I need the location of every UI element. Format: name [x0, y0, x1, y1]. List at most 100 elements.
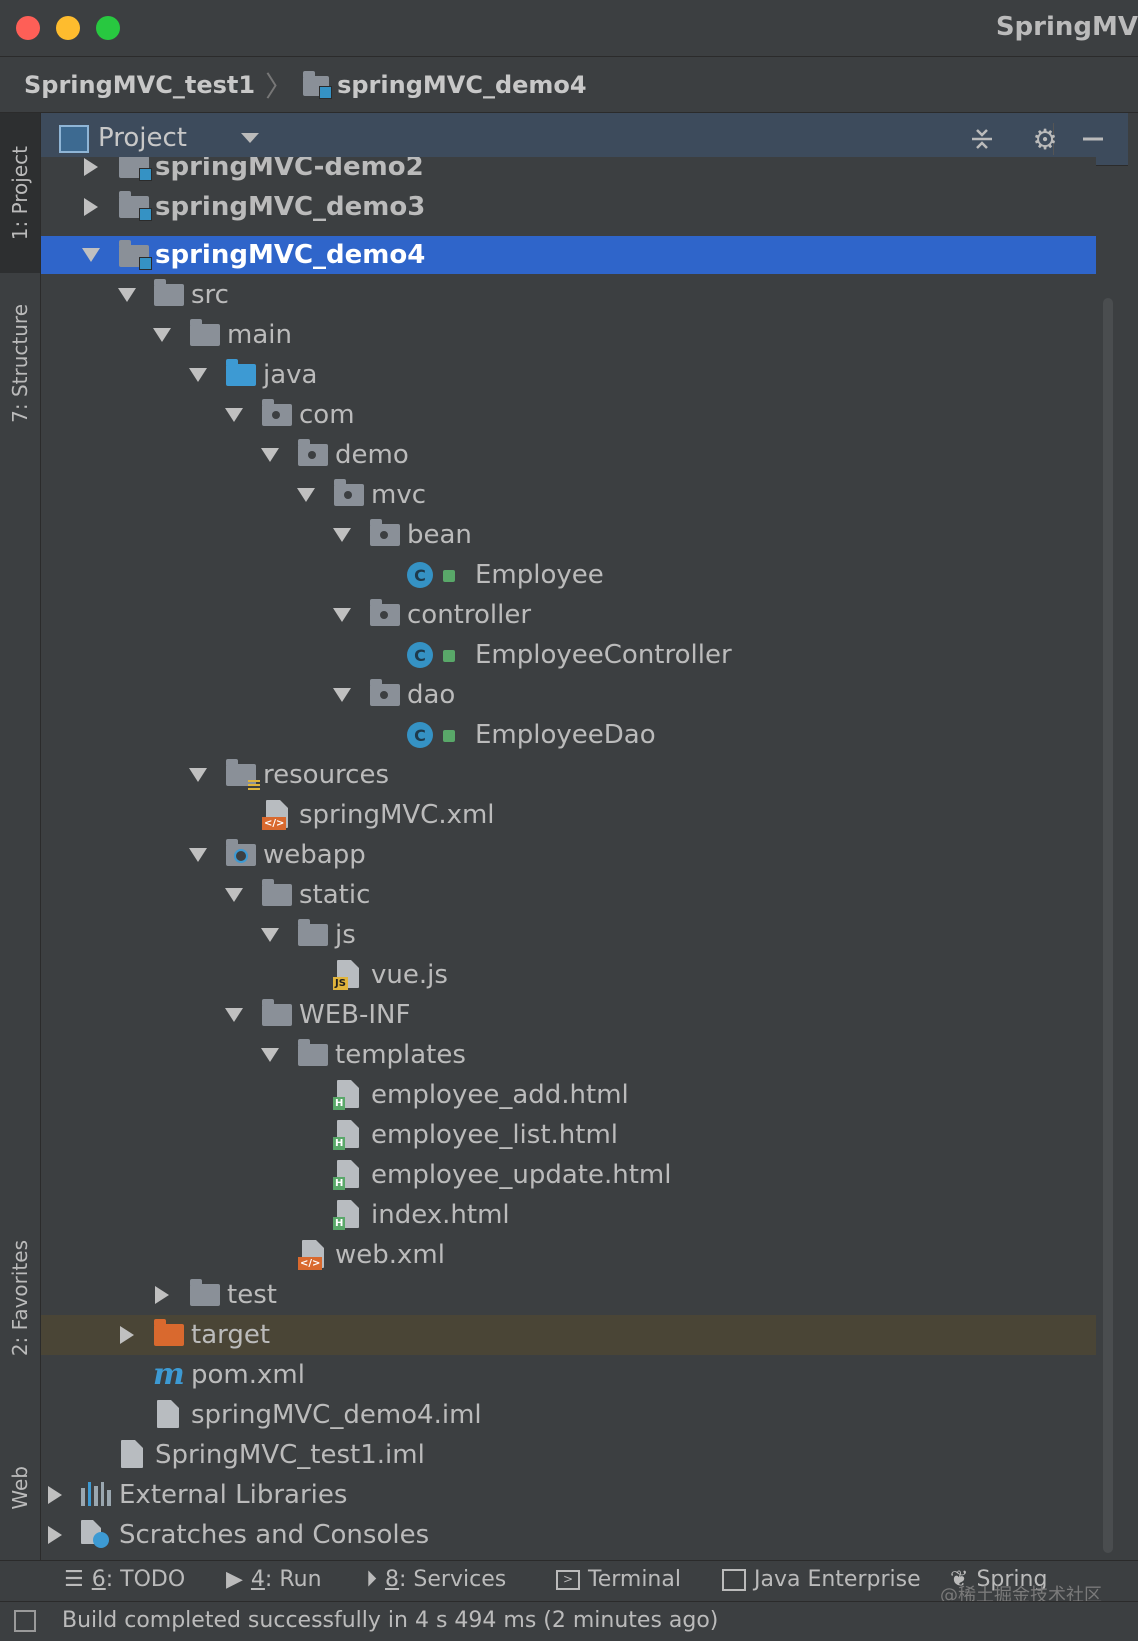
- collapse-arrow-icon[interactable]: [332, 525, 352, 545]
- tool-window-spring[interactable]: ❦ Spring: [950, 1567, 1047, 1592]
- project-view-selector[interactable]: Project: [98, 123, 187, 153]
- tree-node-class[interactable]: C EmployeeController: [41, 635, 1096, 675]
- zoom-window-button[interactable]: [96, 16, 120, 40]
- tree-node-label: EmployeeController: [475, 640, 732, 670]
- tree-node-label: src: [191, 280, 229, 310]
- tree-node-package[interactable]: mvc: [41, 475, 1096, 515]
- tree-node-label: employee_add.html: [371, 1080, 629, 1110]
- expand-arrow-icon[interactable]: [45, 1525, 65, 1545]
- tool-window-todo[interactable]: ☰ 6: TODO: [64, 1567, 185, 1592]
- collapse-arrow-icon[interactable]: [332, 605, 352, 625]
- tree-node-file[interactable]: </> web.xml: [41, 1235, 1096, 1275]
- tool-window-terminal[interactable]: > Terminal: [556, 1567, 681, 1592]
- collapse-arrow-icon[interactable]: [117, 285, 137, 305]
- status-message: Build completed successfully in 4 s 494 …: [62, 1608, 719, 1633]
- collapse-arrow-icon[interactable]: [260, 1045, 280, 1065]
- collapse-arrow-icon[interactable]: [188, 845, 208, 865]
- tree-node-package[interactable]: demo: [41, 435, 1096, 475]
- tree-node-file[interactable]: springMVC_demo4.iml: [41, 1395, 1096, 1435]
- tree-node-folder[interactable]: webapp: [41, 835, 1096, 875]
- tree-node-class[interactable]: C Employee: [41, 555, 1096, 595]
- status-bar: Build completed successfully in 4 s 494 …: [0, 1601, 1138, 1641]
- collapse-arrow-icon[interactable]: [260, 925, 280, 945]
- tree-node-label: mvc: [371, 480, 427, 510]
- tree-node-package[interactable]: com: [41, 395, 1096, 435]
- gear-icon[interactable]: ⚙: [1032, 122, 1058, 156]
- collapse-arrow-icon[interactable]: [152, 325, 172, 345]
- tool-tab-favorites[interactable]: 2: Favorites: [0, 1203, 40, 1393]
- terminal-icon: >: [556, 1569, 580, 1590]
- expand-arrow-icon[interactable]: [152, 1285, 172, 1305]
- tree-node-file[interactable]: H employee_update.html: [41, 1155, 1096, 1195]
- tree-scrollbar[interactable]: [1103, 298, 1113, 1553]
- tree-node-package[interactable]: bean: [41, 515, 1096, 555]
- collapse-arrow-icon[interactable]: [224, 1005, 244, 1025]
- expand-arrow-icon[interactable]: [81, 157, 101, 177]
- tree-node-file[interactable]: m pom.xml: [41, 1355, 1096, 1395]
- collapse-all-icon[interactable]: [966, 123, 998, 155]
- tree-node-class[interactable]: C EmployeeDao: [41, 715, 1096, 755]
- tree-node-file[interactable]: JS vue.js: [41, 955, 1096, 995]
- tree-node-file[interactable]: H index.html: [41, 1195, 1096, 1235]
- module-folder-icon: [119, 240, 152, 270]
- expand-arrow-icon[interactable]: [117, 1325, 137, 1345]
- minimize-window-button[interactable]: [56, 16, 80, 40]
- tree-node-folder[interactable]: js: [41, 915, 1096, 955]
- tree-node-file[interactable]: H employee_add.html: [41, 1075, 1096, 1115]
- tree-node-package[interactable]: controller: [41, 595, 1096, 635]
- collapse-arrow-icon[interactable]: [260, 445, 280, 465]
- tree-node-label: springMVC_demo3: [155, 192, 426, 222]
- collapse-arrow-icon[interactable]: [332, 685, 352, 705]
- collapse-arrow-icon[interactable]: [188, 765, 208, 785]
- close-window-button[interactable]: [16, 16, 40, 40]
- tree-node-package[interactable]: dao: [41, 675, 1096, 715]
- tree-node-module[interactable]: springMVC_demo3: [41, 187, 1096, 227]
- minimize-icon[interactable]: [1077, 123, 1109, 155]
- toggle-tool-windows-icon[interactable]: [14, 1610, 36, 1632]
- tree-node-scratches[interactable]: Scratches and Consoles: [41, 1515, 1096, 1555]
- tool-tab-web[interactable]: Web: [0, 1443, 40, 1533]
- collapse-arrow-icon[interactable]: [224, 405, 244, 425]
- collapse-arrow-icon[interactable]: [296, 485, 316, 505]
- tree-node-file[interactable]: SpringMVC_test1.iml: [41, 1435, 1096, 1475]
- tree-node-libraries[interactable]: External Libraries: [41, 1475, 1096, 1515]
- tree-node-folder[interactable]: static: [41, 875, 1096, 915]
- breadcrumb-module-label: springMVC_demo4: [337, 70, 587, 99]
- tree-node-folder[interactable]: resources: [41, 755, 1096, 795]
- expand-arrow-icon[interactable]: [45, 1485, 65, 1505]
- expand-arrow-icon[interactable]: [81, 197, 101, 217]
- tree-node-label: dao: [407, 680, 456, 710]
- tool-window-run[interactable]: ▶ 4: Run: [226, 1567, 322, 1592]
- tree-node-folder[interactable]: templates: [41, 1035, 1096, 1075]
- tree-node-module[interactable]: springMVC-demo2: [41, 157, 1096, 187]
- tree-node-file[interactable]: </> springMVC.xml: [41, 795, 1096, 835]
- tree-node-file[interactable]: H employee_list.html: [41, 1115, 1096, 1155]
- class-icon: C: [407, 562, 437, 588]
- breadcrumb-root[interactable]: SpringMVC_test1: [24, 71, 255, 99]
- tree-node-folder[interactable]: WEB-INF: [41, 995, 1096, 1035]
- lock-icon: [443, 650, 455, 662]
- collapse-arrow-icon[interactable]: [81, 245, 101, 265]
- libraries-icon: [81, 1482, 111, 1508]
- tool-window-services[interactable]: ⏵ 8: Services: [366, 1567, 506, 1592]
- run-shortcut: 4: [250, 1567, 265, 1592]
- collapse-arrow-icon[interactable]: [224, 885, 244, 905]
- tree-node-folder[interactable]: test: [41, 1275, 1096, 1315]
- chevron-down-icon[interactable]: [241, 133, 259, 143]
- breadcrumb-module[interactable]: springMVC_demo4: [303, 70, 587, 99]
- tree-node-folder-excluded[interactable]: target: [41, 1315, 1096, 1355]
- tool-window-java-enterprise[interactable]: Java Enterprise: [722, 1567, 921, 1592]
- java-enterprise-label: Java Enterprise: [754, 1567, 921, 1592]
- tool-tab-structure[interactable]: 7: Structure: [0, 283, 40, 443]
- tree-node-folder[interactable]: src: [41, 275, 1096, 315]
- tool-tab-project[interactable]: 1: Project: [0, 113, 40, 273]
- folder-icon: [298, 1039, 328, 1068]
- tree-node-folder[interactable]: main: [41, 315, 1096, 355]
- tree-node-module-selected[interactable]: springMVC_demo4: [41, 236, 1096, 274]
- module-folder-icon: [119, 157, 152, 181]
- package-icon: [370, 519, 400, 548]
- tree-node-label: springMVC-demo2: [155, 157, 424, 182]
- play-icon: ▶: [226, 1567, 243, 1592]
- collapse-arrow-icon[interactable]: [188, 365, 208, 385]
- tree-node-folder[interactable]: java: [41, 355, 1096, 395]
